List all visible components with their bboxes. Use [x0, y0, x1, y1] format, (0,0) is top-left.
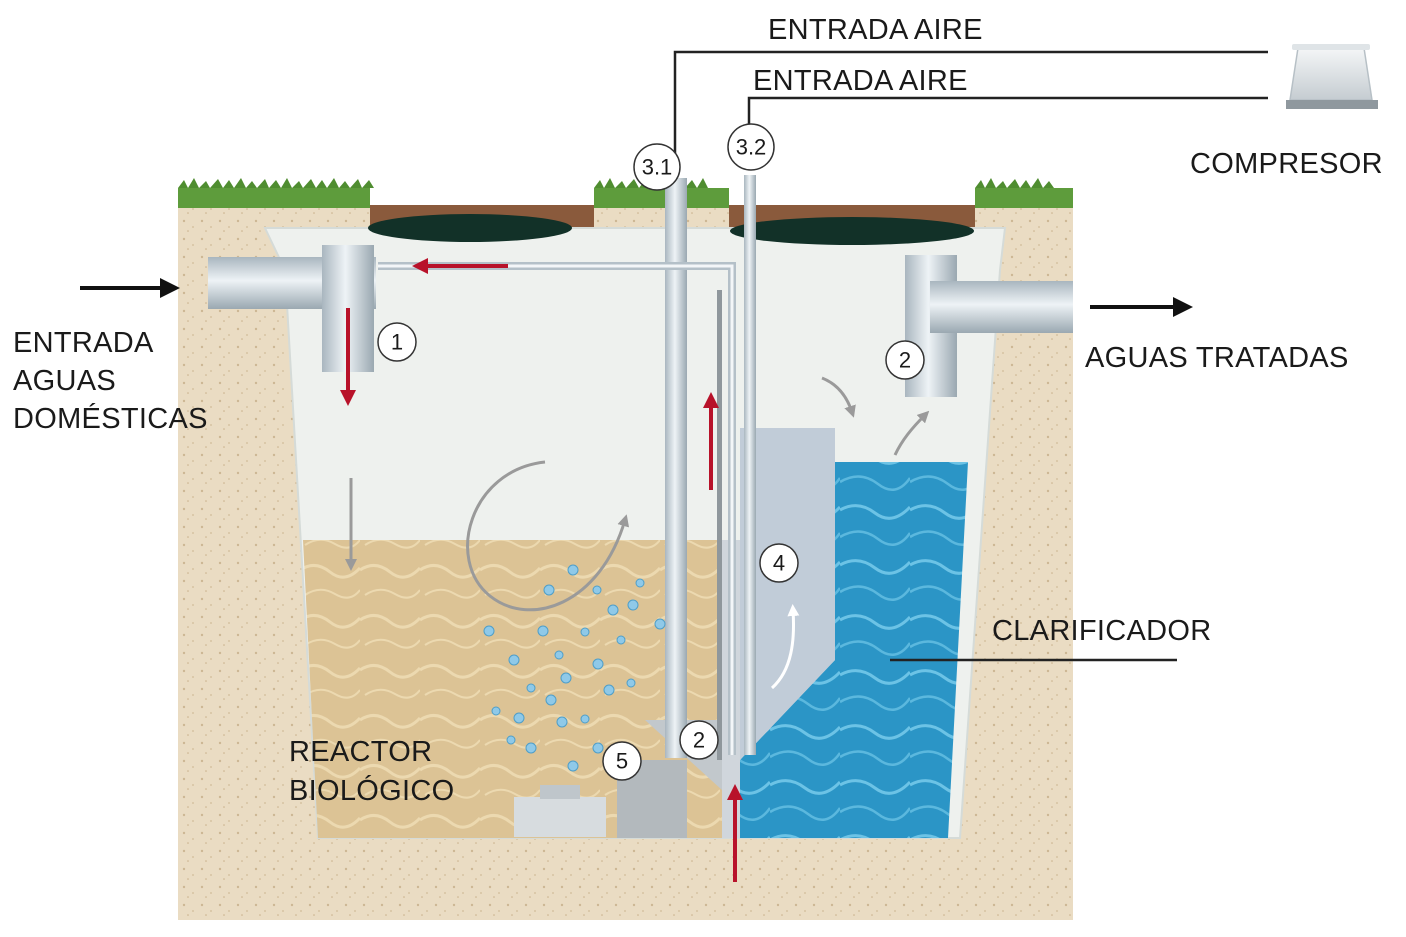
marker-3-1: 3.1	[634, 144, 680, 190]
compressor-icon	[1286, 44, 1378, 109]
label-inlet-line2: AGUAS	[13, 365, 116, 397]
svg-text:2: 2	[899, 348, 911, 373]
label-air-inlet-1: ENTRADA AIRE	[768, 14, 983, 46]
label-air-inlet-2: ENTRADA AIRE	[753, 65, 968, 97]
svg-text:3.2: 3.2	[736, 135, 767, 160]
grass-middle	[594, 188, 729, 208]
outlet-pipe	[930, 281, 1073, 333]
marker-2-outlet: 2	[886, 341, 924, 379]
label-inlet-line1: ENTRADA	[13, 327, 154, 359]
diffuser-base	[514, 797, 606, 837]
label-inlet-line3: DOMÉSTICAS	[13, 402, 208, 435]
label-reactor-line2: BIOLÓGICO	[289, 774, 454, 807]
svg-text:5: 5	[616, 749, 628, 774]
label-clarifier: CLARIFICADOR	[992, 615, 1212, 647]
label-compressor: COMPRESOR	[1190, 148, 1383, 180]
marker-3-2: 3.2	[728, 124, 774, 170]
svg-text:3.1: 3.1	[642, 155, 673, 180]
air-pipe-3-2	[744, 175, 756, 755]
label-outlet: AGUAS TRATADAS	[1085, 342, 1349, 374]
grass-right	[975, 188, 1073, 208]
svg-text:4: 4	[773, 551, 785, 576]
svg-text:1: 1	[391, 330, 403, 355]
opening-left	[368, 214, 572, 242]
svg-text:2: 2	[693, 728, 705, 753]
grass-left	[178, 188, 370, 208]
marker-5: 5	[603, 742, 641, 780]
marker-2-bottom: 2	[680, 721, 718, 759]
opening-right	[730, 217, 974, 245]
marker-4: 4	[760, 544, 798, 582]
label-reactor-line1: REACTOR	[289, 736, 432, 768]
marker-1: 1	[378, 323, 416, 361]
